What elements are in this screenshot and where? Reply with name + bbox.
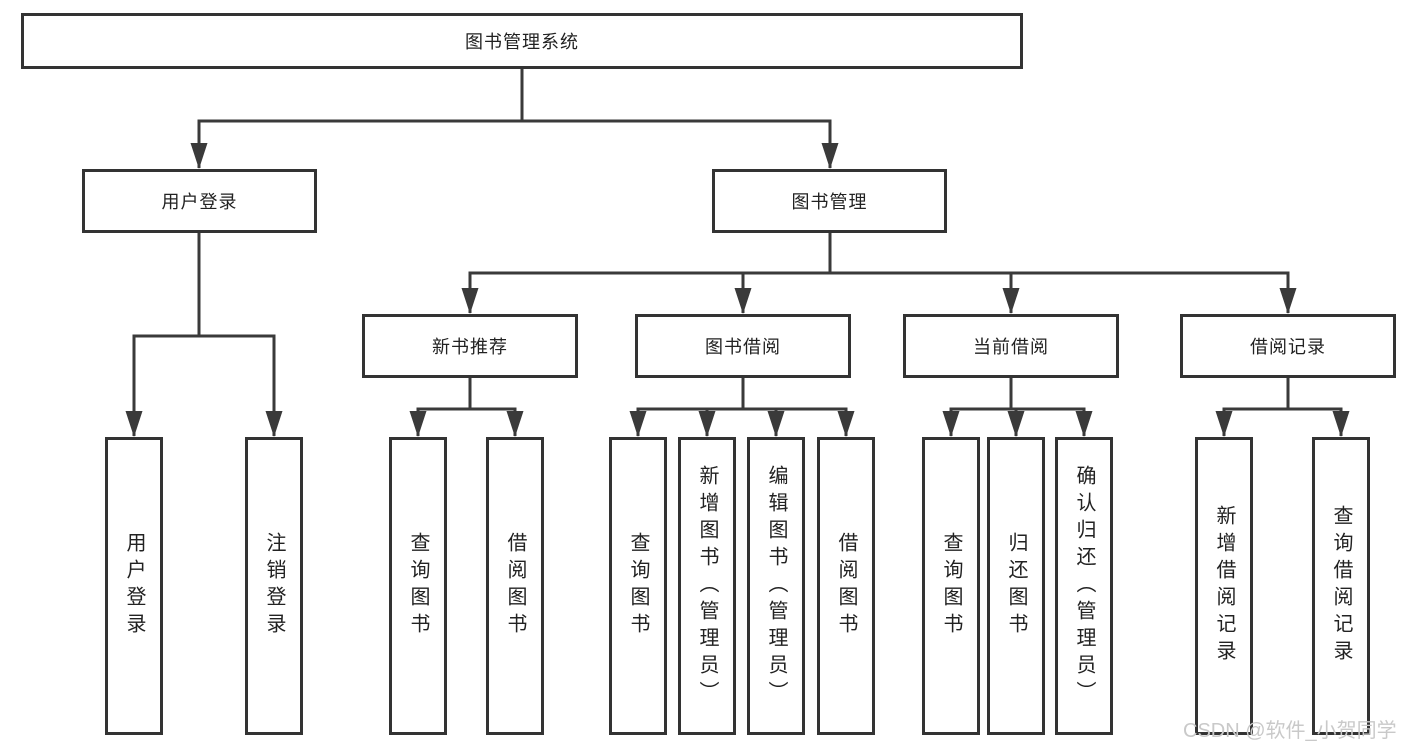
leaf-borrow-books: 借阅图书 bbox=[817, 437, 875, 735]
csdn-watermark: CSDN @软件_小贺同学 bbox=[1183, 720, 1397, 742]
node-label: 查询图书 bbox=[407, 532, 429, 640]
node-label: 借阅图书 bbox=[835, 532, 857, 640]
node-label: 新书推荐 bbox=[432, 337, 508, 357]
leaf-borrowing-query-books: 查询图书 bbox=[609, 437, 667, 735]
node-label: 借阅记录 bbox=[1250, 337, 1326, 357]
node-label: 归还图书 bbox=[1005, 532, 1027, 640]
leaf-current-query-books: 查询图书 bbox=[922, 437, 980, 735]
node-label: 查询图书 bbox=[627, 532, 649, 640]
leaf-add-borrow-record: 新增借阅记录 bbox=[1195, 437, 1253, 735]
leaf-add-books-admin: 新增图书（管理员） bbox=[678, 437, 736, 735]
node-label: 图书管理 bbox=[791, 192, 868, 212]
node-label: 图书管理系统 bbox=[465, 32, 579, 52]
node-book-management: 图书管理 bbox=[712, 169, 947, 233]
node-label: 查询图书 bbox=[940, 532, 962, 640]
leaf-recommend-borrow-books: 借阅图书 bbox=[486, 437, 544, 735]
node-current-borrowing: 当前借阅 bbox=[903, 314, 1119, 378]
node-book-borrowing: 图书借阅 bbox=[635, 314, 851, 378]
node-label: 查询借阅记录 bbox=[1330, 505, 1352, 667]
node-label: 编辑图书（管理员） bbox=[765, 464, 787, 708]
node-label: 注销登录 bbox=[263, 532, 285, 640]
node-root-system: 图书管理系统 bbox=[21, 13, 1023, 69]
node-label: 新增借阅记录 bbox=[1213, 505, 1235, 667]
leaf-user-login: 用户登录 bbox=[105, 437, 163, 735]
node-label: 图书借阅 bbox=[705, 337, 781, 357]
node-user-login: 用户登录 bbox=[82, 169, 317, 233]
node-label: 借阅图书 bbox=[504, 532, 526, 640]
leaf-logout: 注销登录 bbox=[245, 437, 303, 735]
node-borrowing-records: 借阅记录 bbox=[1180, 314, 1396, 378]
node-new-book-recommendation: 新书推荐 bbox=[362, 314, 578, 378]
leaf-return-books: 归还图书 bbox=[987, 437, 1045, 735]
leaf-query-borrow-record: 查询借阅记录 bbox=[1312, 437, 1370, 735]
node-label: 新增图书（管理员） bbox=[696, 464, 718, 708]
node-label: 用户登录 bbox=[123, 532, 145, 640]
leaf-recommend-query-books: 查询图书 bbox=[389, 437, 447, 735]
leaf-confirm-return-admin: 确认归还（管理员） bbox=[1055, 437, 1113, 735]
node-label: 确认归还（管理员） bbox=[1073, 464, 1095, 708]
leaf-edit-books-admin: 编辑图书（管理员） bbox=[747, 437, 805, 735]
node-label: 用户登录 bbox=[161, 192, 238, 212]
node-label: 当前借阅 bbox=[973, 337, 1049, 357]
